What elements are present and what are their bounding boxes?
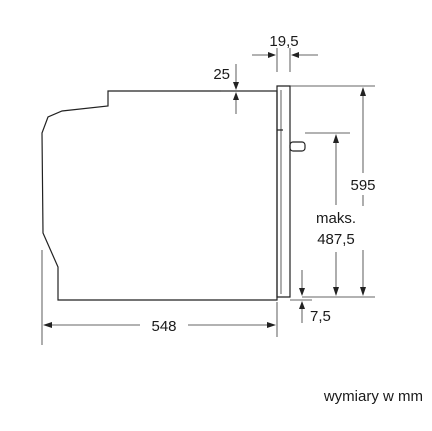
dim-487-5-arrow-bottom [333,287,339,296]
dim-487-5-arrow-top [333,134,339,143]
oven-front-panel [276,85,291,298]
dim-595-label: 595 [350,177,375,194]
dim-19-5-label: 19,5 [269,33,298,50]
dim-25-arrow-top [233,82,239,90]
dim-595-arrow-top [360,87,366,96]
dim-487-5-label-bg [308,206,366,250]
units-caption: wymiary w mm [323,388,423,405]
dim-25-label: 25 [213,66,230,83]
dim-548-label: 548 [151,318,176,335]
dim-25-arrow-bottom [233,92,239,100]
dim-7-5-label: 7,5 [310,308,331,325]
oven-body-outline [41,90,278,301]
dim-595-arrow-bottom [360,287,366,296]
dim-19-5-arrow-left [268,52,276,58]
dim-7-5-arrow-top [299,288,305,296]
dim-19-5-arrow-right [291,52,299,58]
dim-487-5-label: 487,5 [317,231,355,248]
dim-487-5-max-label: maks. [316,210,356,227]
dim-548-arrow-left [43,322,52,328]
door-handle [289,141,306,152]
dim-7-5-arrow-bottom [299,301,305,309]
dim-595-label-bg [344,173,382,195]
dim-548-arrow-right [267,322,276,328]
